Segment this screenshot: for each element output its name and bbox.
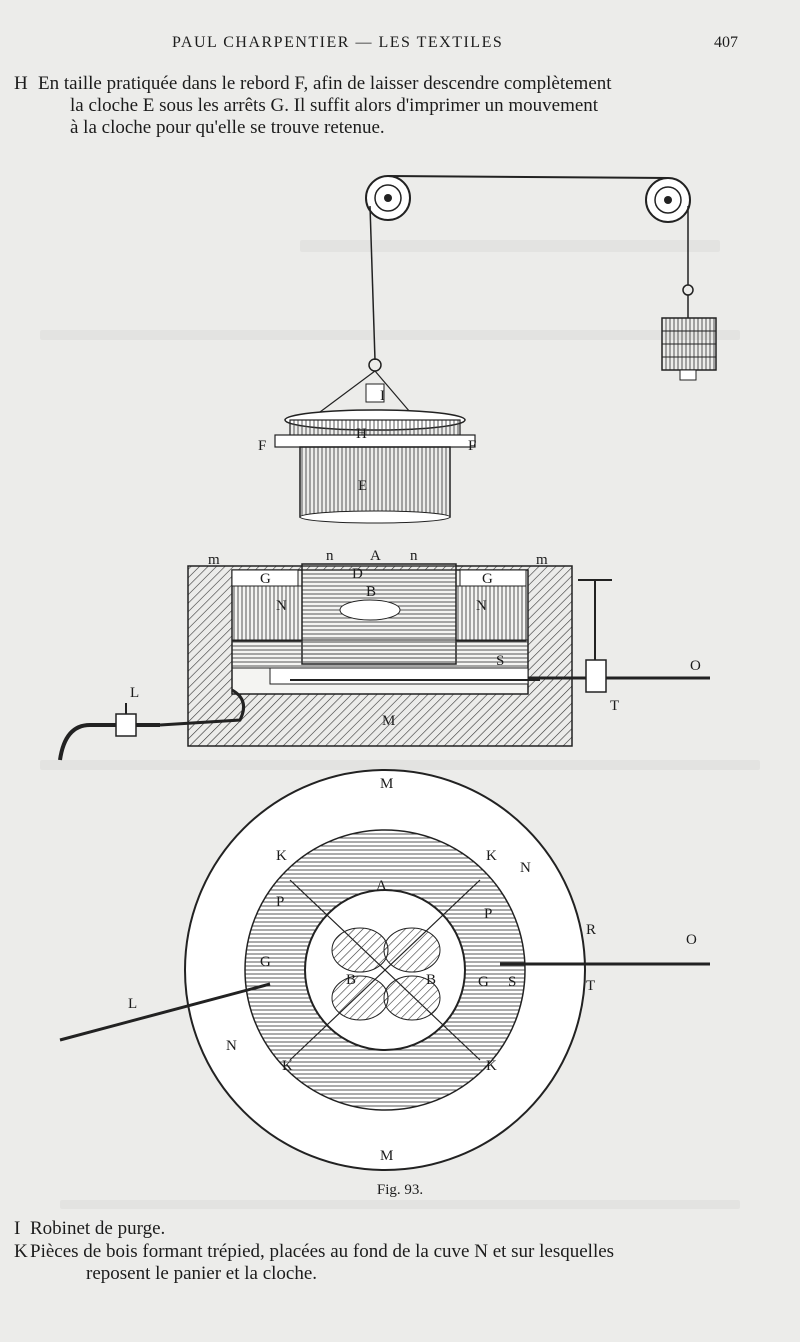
label-n: n bbox=[326, 548, 334, 564]
label-B: B bbox=[426, 972, 436, 988]
label-F-left: F bbox=[258, 438, 266, 454]
legend-entry-h: H En taille pratiquée dans le rebord F, … bbox=[14, 73, 774, 143]
counterweight bbox=[661, 295, 717, 381]
label-N-left: N bbox=[276, 598, 287, 614]
label-B: B bbox=[366, 584, 376, 600]
label-F-right: F bbox=[468, 438, 476, 454]
page-number: 407 bbox=[714, 34, 738, 51]
label-S: S bbox=[508, 974, 516, 990]
label-K: K bbox=[486, 848, 497, 864]
label-P: P bbox=[484, 906, 492, 922]
label-P: P bbox=[276, 894, 284, 910]
label-G-left: G bbox=[260, 571, 271, 587]
label-R: R bbox=[586, 922, 596, 938]
tank-section bbox=[187, 563, 573, 747]
figure-engraving: I H F F E m m n n A G G D B N N S M bbox=[58, 175, 717, 1171]
label-O: O bbox=[686, 932, 697, 948]
label-K: K bbox=[486, 1058, 497, 1074]
label-L: L bbox=[128, 996, 137, 1012]
bell-cloche bbox=[274, 358, 476, 524]
legend-line: Pièces de bois formant trépied, placées … bbox=[30, 1241, 615, 1262]
legend-key: K bbox=[14, 1241, 28, 1262]
label-G: G bbox=[478, 974, 489, 990]
label-N: N bbox=[520, 860, 531, 876]
legend-line: reposent le panier et la cloche. bbox=[86, 1263, 318, 1284]
label-N-right: N bbox=[476, 598, 487, 614]
label-G: G bbox=[260, 954, 271, 970]
label-T: T bbox=[610, 698, 619, 714]
label-K: K bbox=[282, 1058, 293, 1074]
legend-line: En taille pratiquée dans le rebord F, af… bbox=[38, 73, 612, 94]
label-m-right: m bbox=[536, 552, 548, 568]
label-M: M bbox=[382, 713, 395, 729]
label-m-left: m bbox=[208, 552, 220, 568]
legend-text: Robinet de purge. bbox=[30, 1218, 166, 1239]
label-D: D bbox=[352, 566, 363, 582]
label-T: T bbox=[586, 978, 595, 994]
label-K: K bbox=[276, 848, 287, 864]
label-A-plan: A bbox=[376, 878, 387, 894]
legend-line: la cloche E sous les arrêts G. Il suffit… bbox=[70, 95, 599, 116]
figure-caption: Fig. 93. bbox=[376, 1182, 424, 1198]
outlet-pipe-o bbox=[528, 579, 710, 693]
drain-pipe-l bbox=[58, 688, 246, 761]
label-B: B bbox=[346, 972, 356, 988]
legend-text: En taille pratiquée dans le rebord F, af… bbox=[38, 73, 760, 139]
label-A: A bbox=[370, 548, 381, 564]
legend-entry-i: I Robinet de purge. bbox=[14, 1218, 774, 1242]
legend-line: à la cloche pour qu'elle se trouve reten… bbox=[70, 117, 385, 138]
label-G-right: G bbox=[482, 571, 493, 587]
legend-key: H bbox=[14, 73, 28, 94]
legend-key: I bbox=[14, 1218, 21, 1239]
bleed-through bbox=[60, 1200, 740, 1209]
label-O: O bbox=[690, 658, 701, 674]
legend-text: Pièces de bois formant trépied, placées … bbox=[30, 1241, 770, 1285]
legend-entry-k: K Pièces de bois formant trépied, placée… bbox=[14, 1241, 774, 1287]
label-L: L bbox=[130, 685, 139, 701]
label-E: E bbox=[358, 478, 367, 494]
plan-view bbox=[59, 769, 710, 1171]
label-H: H bbox=[356, 426, 367, 442]
pulley-system bbox=[365, 175, 694, 361]
label-I: I bbox=[380, 388, 385, 404]
label-n: n bbox=[410, 548, 418, 564]
running-head: PAUL CHARPENTIER — LES TEXTILES 407 bbox=[0, 34, 800, 58]
label-M-bottom: M bbox=[380, 1148, 393, 1164]
label-S: S bbox=[496, 653, 504, 669]
running-title: PAUL CHARPENTIER — LES TEXTILES bbox=[172, 34, 504, 51]
label-N: N bbox=[226, 1038, 237, 1054]
label-M-top: M bbox=[380, 776, 393, 792]
